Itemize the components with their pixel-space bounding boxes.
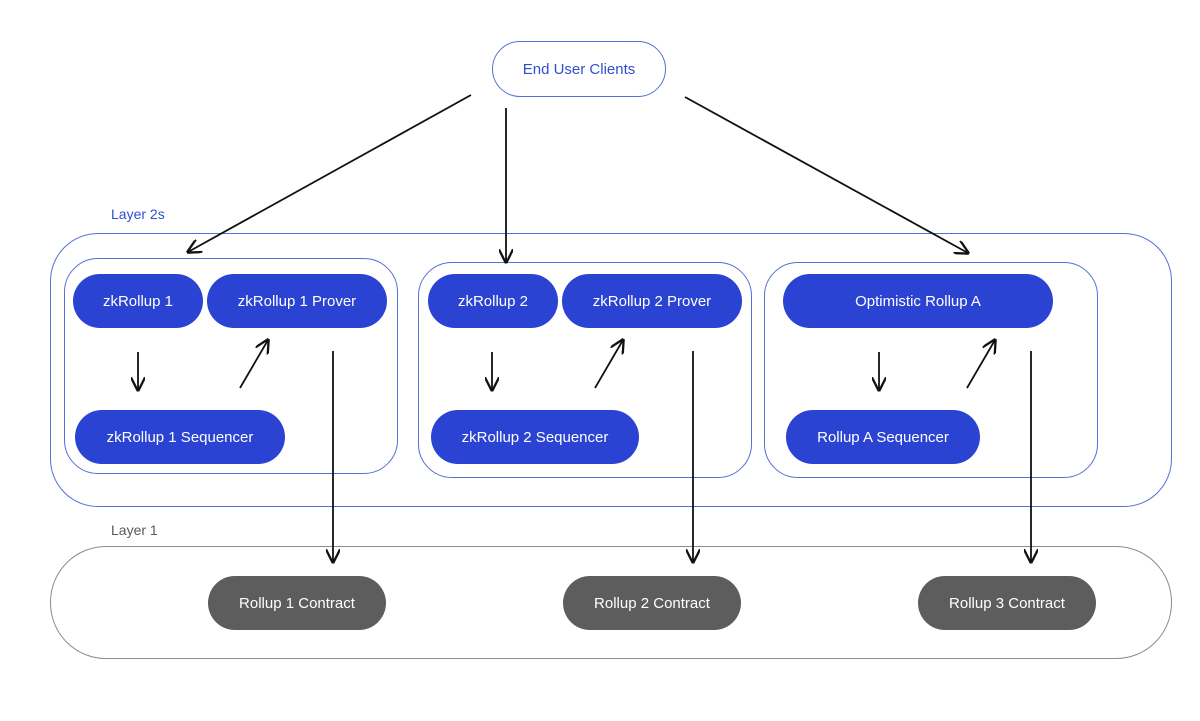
- zkrollup-1-group: [64, 258, 398, 474]
- zkrollup-1-node: zkRollup 1: [73, 274, 203, 328]
- arrow-client-to-optimistic-rollup-a: [684, 96, 968, 253]
- rollup-3-contract-node: Rollup 3 Contract: [918, 576, 1096, 630]
- zkrollup-2-sequencer-node: zkRollup 2 Sequencer: [431, 410, 639, 464]
- arrow-client-to-zkrollup-1: [188, 94, 472, 252]
- zkrollup-2-node: zkRollup 2: [428, 274, 558, 328]
- optimistic-rollup-a-node: Optimistic Rollup A: [783, 274, 1053, 328]
- zkrollup-2-prover-node: zkRollup 2 Prover: [562, 274, 742, 328]
- rollup-a-sequencer-node: Rollup A Sequencer: [786, 410, 980, 464]
- rollup-2-contract-node: Rollup 2 Contract: [563, 576, 741, 630]
- optimistic-rollup-a-group: [764, 262, 1098, 478]
- layer2-container: [50, 233, 1172, 507]
- zkrollup-1-prover-node: zkRollup 1 Prover: [207, 274, 387, 328]
- layer1-container: [50, 546, 1172, 659]
- layer1-label: Layer 1: [111, 522, 158, 538]
- zkrollup-1-sequencer-node: zkRollup 1 Sequencer: [75, 410, 285, 464]
- layer2-label: Layer 2s: [111, 206, 165, 222]
- end-user-clients-node: End User Clients: [492, 41, 666, 97]
- zkrollup-2-group: [418, 262, 752, 478]
- rollup-1-contract-node: Rollup 1 Contract: [208, 576, 386, 630]
